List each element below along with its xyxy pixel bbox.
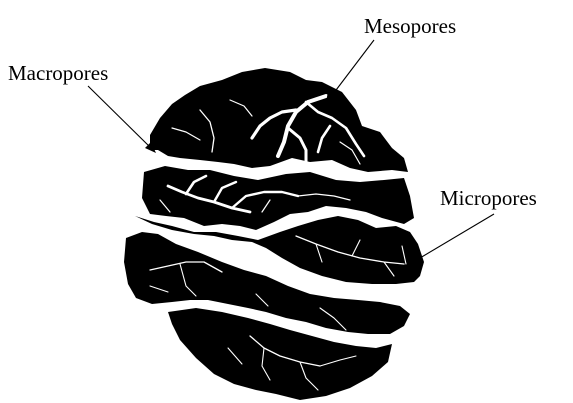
- micropores-label: Micropores: [440, 186, 537, 210]
- mesopores-label: Mesopores: [364, 14, 456, 38]
- macropores-leader: [88, 86, 152, 149]
- particle-fragment-upper-middle: [142, 166, 414, 230]
- particle-body: [124, 68, 424, 400]
- macropores-label: Macropores: [8, 61, 108, 85]
- mesopores-leader: [330, 40, 374, 98]
- micropores-leader: [420, 214, 494, 258]
